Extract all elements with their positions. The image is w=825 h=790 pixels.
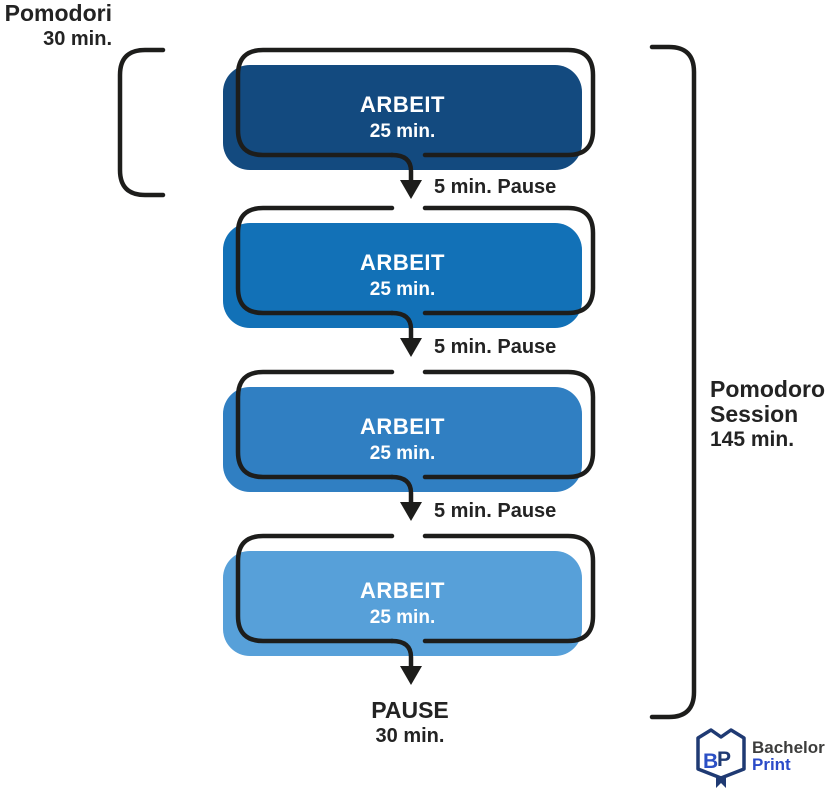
block-label-1: ARBEIT 25 min. <box>223 65 582 170</box>
bachelorprint-wordmark: Bachelor Print <box>752 739 825 773</box>
block-title: ARBEIT <box>360 578 445 603</box>
session-line1: Pomodoro <box>710 376 825 402</box>
block-outline-2 <box>235 205 596 316</box>
pomodori-label: Pomodori 30 min. <box>0 0 112 52</box>
block-outline-3 <box>235 369 596 480</box>
bookmark-icon <box>716 776 726 788</box>
pause-label-3: 5 min. Pause <box>434 500 557 522</box>
arrow-shaft-3 <box>389 474 414 508</box>
arrow-shaft-2 <box>389 310 414 344</box>
brand-name-top: Bachelor <box>752 738 825 757</box>
arrowhead-icon-2 <box>400 338 422 357</box>
arrow-2 <box>389 310 422 357</box>
arrowhead-icon-1 <box>400 180 422 199</box>
bachelorprint-logo-icon: B P <box>696 728 746 788</box>
arrowhead-icon-3 <box>400 502 422 521</box>
block-fill-3 <box>223 387 582 492</box>
block-title: ARBEIT <box>360 414 445 439</box>
arrow-shaft-4 <box>389 638 414 672</box>
arrow-shaft-1 <box>389 152 414 186</box>
session-line2: Session <box>710 401 799 427</box>
session-label: Pomodoro Session 145 min. <box>710 377 825 452</box>
book-icon <box>696 728 746 780</box>
block-duration: 25 min. <box>369 607 436 628</box>
pause-label-1: 5 min. Pause <box>434 176 557 198</box>
final-pause-label: PAUSE 30 min. <box>320 697 500 749</box>
block-outline-1 <box>235 47 596 158</box>
session-duration: 145 min. <box>710 428 795 451</box>
block-fill-1 <box>223 65 582 170</box>
arrow-3 <box>389 474 422 521</box>
final-pause-duration: 30 min. <box>375 725 445 747</box>
block-fill-2 <box>223 223 582 328</box>
brand-name-bottom: Print <box>752 755 791 774</box>
block-duration: 25 min. <box>369 279 436 300</box>
logo-monogram-b: B <box>703 750 718 773</box>
pomodori-duration: 30 min. <box>43 28 112 50</box>
arrow-4 <box>389 638 422 685</box>
block-title: ARBEIT <box>360 92 445 117</box>
arrow-1 <box>389 152 422 199</box>
pomodori-bracket <box>117 47 166 198</box>
block-outline-4 <box>235 533 596 644</box>
pomodori-title: Pomodori <box>4 0 112 26</box>
block-title: ARBEIT <box>360 250 445 275</box>
arrowhead-icon-4 <box>400 666 422 685</box>
block-label-2: ARBEIT 25 min. <box>223 223 582 328</box>
block-label-3: ARBEIT 25 min. <box>223 387 582 492</box>
block-duration: 25 min. <box>369 121 436 142</box>
block-label-4: ARBEIT 25 min. <box>223 551 582 656</box>
block-duration: 25 min. <box>369 443 436 464</box>
session-bracket <box>649 44 697 720</box>
pause-label-2: 5 min. Pause <box>434 336 557 358</box>
block-fill-4 <box>223 551 582 656</box>
logo-monogram-p: P <box>717 748 731 771</box>
final-pause-title: PAUSE <box>371 697 449 723</box>
